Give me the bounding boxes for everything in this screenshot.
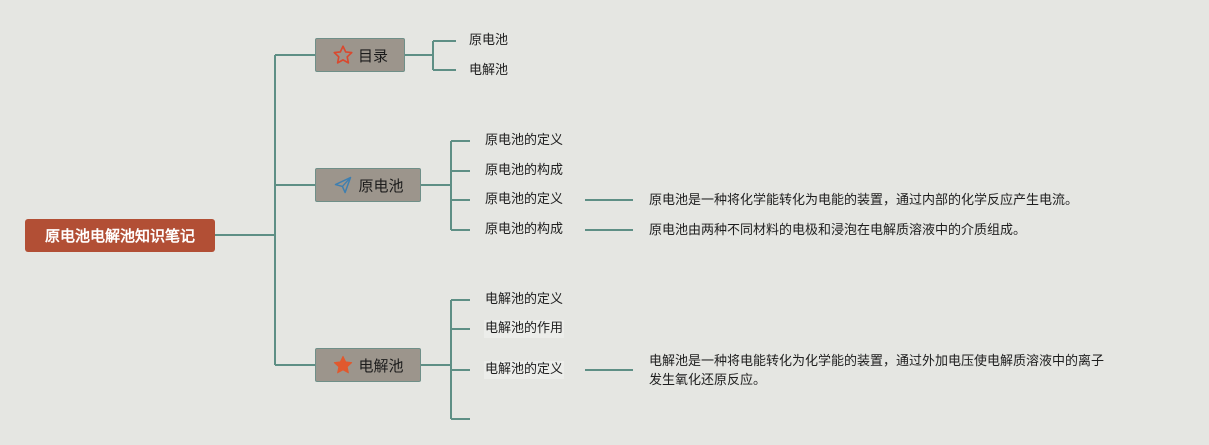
topic-toc[interactable]: 目录: [315, 38, 405, 72]
electrolytic-item-definition[interactable]: 电解池的定义: [485, 292, 564, 307]
primary-item-definition[interactable]: 原电池的定义: [485, 133, 564, 148]
electrolytic-definition-detail: 电解池是一种将电能转化为化学能的装置，通过外加电压使电解质溶液中的离子 发生氧化…: [649, 352, 1149, 390]
electrolytic-detail-line-1: 电解池是一种将电能转化为化学能的装置，通过外加电压使电解质溶液中的离子: [649, 354, 1105, 369]
primary-item-composition[interactable]: 原电池的构成: [485, 163, 564, 178]
electrolytic-item-definition-2[interactable]: 电解池的定义: [484, 361, 565, 379]
root-topic-label: 原电池电解池知识笔记: [44, 227, 195, 245]
topic-toc-label: 目录: [357, 46, 388, 65]
connector-primary-branch: [421, 140, 470, 231]
toc-item-primary-cell[interactable]: 原电池: [469, 33, 509, 48]
electrolytic-item-function[interactable]: 电解池的作用: [484, 320, 565, 338]
primary-item-composition-2[interactable]: 原电池的构成: [485, 222, 564, 237]
connector-toc-branch: [405, 40, 456, 71]
primary-composition-detail: 原电池由两种不同材料的电极和浸泡在电解质溶液中的介质组成。: [649, 223, 1027, 238]
primary-definition-detail: 原电池是一种将化学能转化为电能的装置，通过内部的化学反应产生电流。: [649, 193, 1079, 208]
electrolytic-detail-line-2: 发生氧化还原反应。: [649, 373, 767, 388]
star-outline-icon: [332, 44, 354, 66]
toc-item-electrolytic-cell[interactable]: 电解池: [469, 63, 509, 78]
primary-item-definition-2[interactable]: 原电池的定义: [485, 192, 564, 207]
topic-primary-cell[interactable]: 原电池: [315, 168, 421, 202]
connector-electrolytic-branch: [421, 299, 470, 420]
topic-electrolytic-cell[interactable]: 电解池: [315, 348, 421, 382]
star-filled-icon: [332, 354, 354, 376]
topic-electrolytic-cell-label: 电解池: [358, 356, 404, 375]
topic-primary-cell-label: 原电池: [358, 176, 404, 195]
root-topic[interactable]: 原电池电解池知识笔记: [25, 219, 215, 252]
paper-plane-icon: [332, 174, 354, 196]
